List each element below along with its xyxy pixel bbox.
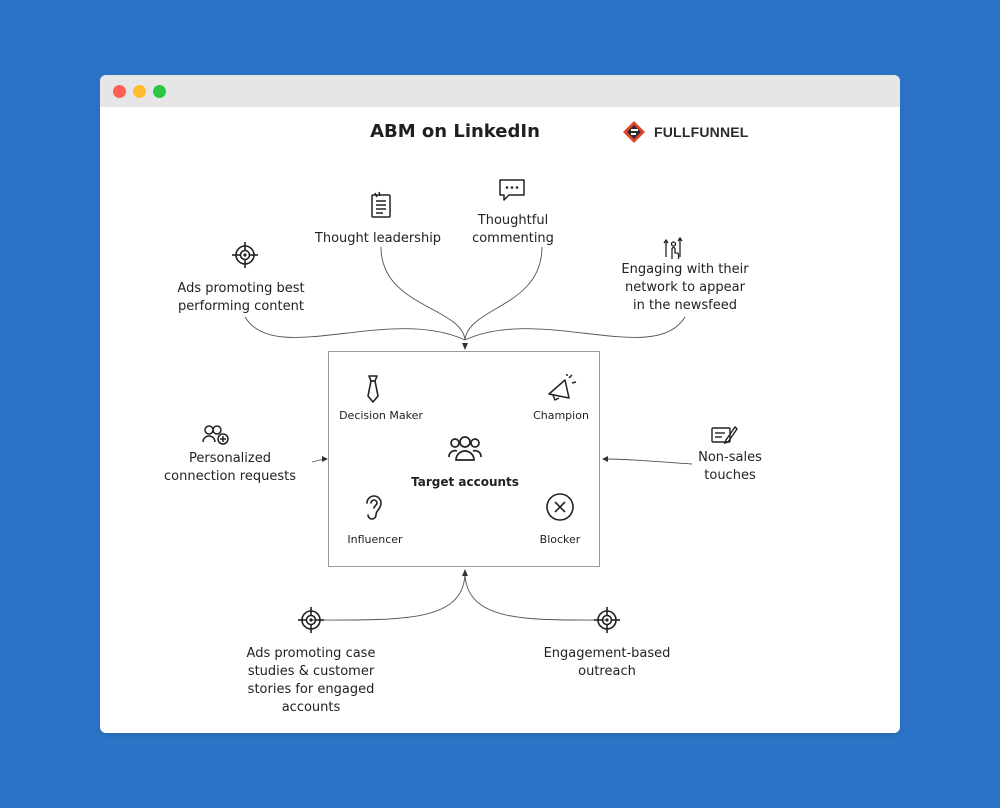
close-window-button[interactable]	[113, 85, 126, 98]
label-ads-case-line3: stories for engaged	[247, 682, 375, 697]
connector-non-sales	[605, 458, 693, 465]
arrowhead-right	[602, 456, 608, 462]
connector-ads-case	[311, 571, 466, 621]
megaphone-icon	[548, 374, 577, 401]
role-champion: Champion	[533, 409, 589, 422]
label-commenting: Thoughtful commenting	[453, 212, 573, 248]
connector-ads-best	[244, 316, 466, 341]
label-ads-best-line2: performing content	[178, 299, 304, 314]
label-ads-best: Ads promoting best performing content	[141, 280, 341, 316]
ear-icon	[366, 495, 382, 520]
label-ads-case: Ads promoting case studies & customer st…	[221, 645, 401, 717]
connector-outreach	[464, 571, 606, 621]
connector-commenting	[464, 246, 543, 341]
connector-engaging	[464, 316, 686, 341]
arrowhead-top	[462, 343, 468, 350]
label-connection: Personalized connection requests	[145, 450, 315, 486]
document-icon	[371, 191, 391, 218]
role-decision-maker: Decision Maker	[339, 409, 423, 422]
label-engaging: Engaging with their network to appear in…	[595, 261, 775, 315]
brand-logo: FULLFUNNEL	[622, 120, 749, 144]
arrowhead-bottom	[462, 569, 468, 576]
target-accounts-box: Decision Maker Champion Target accounts	[328, 351, 600, 567]
label-outreach-line2: outreach	[578, 664, 636, 679]
label-ads-case-line2: studies & customer	[247, 664, 375, 679]
target-icon	[298, 607, 324, 633]
label-ads-case-line4: accounts	[281, 700, 341, 715]
tie-icon	[367, 375, 379, 403]
role-blocker: Blocker	[539, 533, 581, 546]
label-engaging-line2: network to appear	[625, 280, 745, 295]
zoom-window-button[interactable]	[153, 85, 166, 98]
label-connection-line1: Personalized	[189, 451, 271, 466]
label-connection-line2: connection requests	[164, 469, 296, 484]
label-ads-best-line1: Ads promoting best	[177, 281, 305, 296]
label-non-sales-line1: Non-sales	[698, 450, 762, 465]
target-icon	[232, 242, 258, 268]
diagram-title: ABM on LinkedIn	[370, 121, 540, 142]
minimize-window-button[interactable]	[133, 85, 146, 98]
label-engaging-line3: in the newsfeed	[633, 298, 737, 313]
window-titlebar	[100, 75, 900, 107]
target-icon	[594, 607, 620, 633]
label-commenting-line1: Thoughtful	[477, 213, 549, 228]
comment-icon	[499, 179, 525, 201]
label-commenting-line2: commenting	[472, 231, 554, 246]
label-non-sales-line2: touches	[704, 468, 756, 483]
brand-mark-icon	[623, 121, 645, 143]
role-influencer: Influencer	[347, 533, 403, 546]
label-outreach: Engagement-based outreach	[517, 645, 697, 681]
group-users-icon	[448, 436, 482, 461]
browser-window: ABM on LinkedIn FULLFUNNEL	[100, 75, 900, 733]
connector-lines	[244, 246, 693, 621]
connections-icon	[202, 425, 229, 445]
label-engaging-line1: Engaging with their	[621, 262, 749, 277]
brand-name: FULLFUNNEL	[654, 124, 749, 140]
label-ads-case-line1: Ads promoting case	[246, 646, 376, 661]
label-non-sales: Non-sales touches	[685, 449, 775, 485]
label-outreach-line1: Engagement-based	[543, 646, 671, 661]
blocked-x-icon	[546, 493, 574, 521]
arrowhead-left	[322, 456, 328, 462]
connector-thought-leadership	[380, 246, 466, 341]
note-pen-icon	[711, 425, 738, 445]
label-thought-leadership: Thought leadership	[314, 231, 442, 246]
network-pointer-icon	[663, 236, 683, 259]
center-label: Target accounts	[411, 475, 519, 489]
